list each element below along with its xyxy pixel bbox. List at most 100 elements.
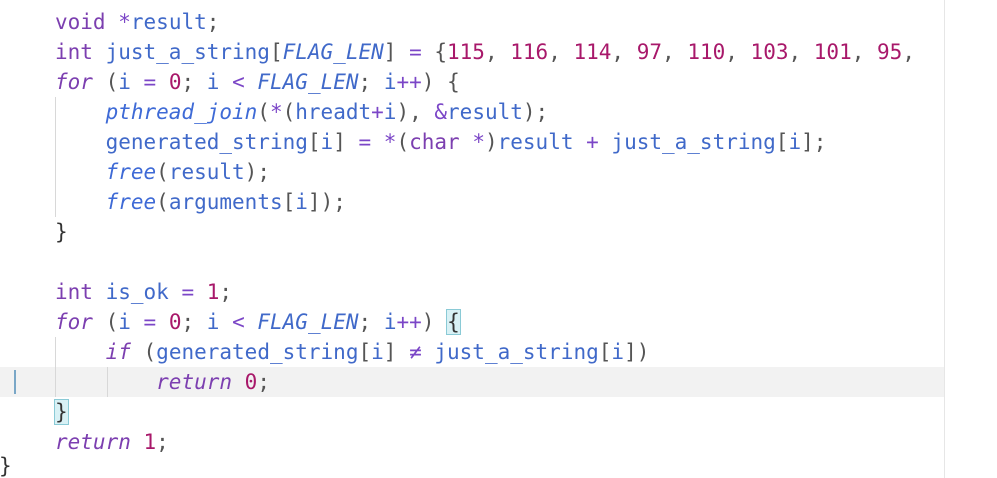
code-token: 1 — [143, 430, 157, 454]
code-line-current[interactable]: return 0; — [0, 367, 944, 397]
code-line[interactable]: pthread_join(*(hreadt+i), &result); — [0, 97, 944, 127]
code-token: , — [788, 40, 814, 64]
code-line[interactable]: generated_string[i] = *(char *)result + … — [0, 127, 944, 157]
code-token: 0 — [244, 370, 258, 394]
code-line-content: } — [55, 217, 68, 247]
code-token — [55, 370, 156, 394]
indent-guide — [55, 97, 56, 127]
code-token: 101 — [813, 40, 852, 64]
indent-guide — [107, 367, 108, 397]
code-token: ≠ — [396, 340, 435, 364]
code-token: ] — [383, 340, 397, 364]
code-token: , — [548, 40, 574, 64]
code-line-content: pthread_join(*(hreadt+i), &result); — [55, 97, 549, 127]
code-token — [55, 190, 106, 214]
code-line-content: return 1; — [55, 427, 169, 457]
code-token: ( — [156, 190, 169, 214]
code-token: ( — [396, 130, 410, 154]
code-token: * — [269, 100, 283, 124]
code-token: for — [55, 70, 93, 94]
code-line[interactable]: int just_a_string[FLAG_LEN] = {115, 116,… — [0, 37, 944, 67]
code-token: result — [130, 10, 207, 34]
code-token: 110 — [687, 40, 726, 64]
code-token: < — [219, 70, 258, 94]
code-token: , — [662, 40, 688, 64]
code-line-content: if (generated_string[i] ≠ just_a_string[… — [55, 337, 650, 367]
code-line[interactable]: free(result); — [0, 157, 944, 187]
code-line[interactable] — [0, 247, 944, 277]
code-line-content: int just_a_string[FLAG_LEN] = {115, 116,… — [55, 37, 915, 67]
indent-guide — [55, 367, 56, 397]
code-line-content: int is_ok = 1; — [55, 277, 232, 307]
indent-guide — [55, 127, 56, 157]
code-line[interactable]: } — [0, 451, 944, 478]
code-token: [ — [775, 130, 789, 154]
code-token: [ — [307, 130, 321, 154]
code-token: * — [383, 130, 397, 154]
code-line[interactable]: for (i = 0; i < FLAG_LEN; i++) { — [0, 67, 944, 97]
code-token: [ — [269, 40, 283, 64]
code-line[interactable]: for (i = 0; i < FLAG_LEN; i++) { — [0, 307, 944, 337]
code-token: i — [320, 130, 334, 154]
code-token: free — [105, 160, 157, 184]
code-token: { — [434, 40, 448, 64]
indent-guide — [55, 187, 56, 217]
code-token: 116 — [510, 40, 549, 64]
code-token: FLAG_LEN — [257, 310, 359, 334]
code-line[interactable]: } — [0, 217, 944, 247]
code-token: ] — [383, 40, 397, 64]
code-token: i — [295, 190, 308, 214]
code-token: void — [55, 10, 106, 34]
code-token: ] — [333, 130, 346, 154]
code-token: arguments — [168, 190, 283, 214]
code-token: ; — [257, 370, 270, 394]
code-line[interactable]: } — [0, 397, 944, 427]
code-token: + — [371, 100, 384, 124]
code-token: = — [168, 280, 207, 304]
code-token: 0 — [168, 310, 182, 334]
code-line[interactable]: free(arguments[i]); — [0, 187, 944, 217]
code-token: just_a_string — [611, 130, 776, 154]
code-token: i — [383, 310, 397, 334]
code-token: FLAG_LEN — [257, 70, 359, 94]
code-token: i — [788, 130, 802, 154]
code-token: return — [55, 430, 131, 454]
code-token: i — [371, 340, 384, 364]
code-token: ; — [358, 70, 384, 94]
code-token: result — [168, 160, 245, 184]
code-token: FLAG_LEN — [282, 40, 384, 64]
code-token: for — [55, 310, 93, 334]
code-token: ; — [219, 280, 233, 304]
code-token: [ — [598, 340, 612, 364]
code-token: + — [573, 130, 612, 154]
code-token: char — [409, 130, 460, 154]
bracket-match: } — [54, 399, 69, 425]
code-token: i — [383, 100, 397, 124]
code-token: i — [206, 310, 220, 334]
code-line[interactable]: int is_ok = 1; — [0, 277, 944, 307]
code-token: , — [484, 40, 511, 64]
code-line-content: } — [54, 397, 69, 427]
code-token: ]; — [801, 130, 827, 154]
code-token: ); — [522, 100, 549, 124]
code-line[interactable]: void *result; — [0, 7, 944, 37]
code-line-content: generated_string[i] = *(char *)result + … — [55, 127, 827, 157]
code-token — [106, 10, 119, 34]
code-token: ; — [358, 310, 384, 334]
code-token: ) { — [421, 70, 460, 94]
code-token: , — [611, 40, 637, 64]
code-token: } — [55, 220, 68, 244]
code-line[interactable]: return 1; — [0, 427, 944, 457]
code-token: generated_string — [156, 340, 359, 364]
code-token: ) — [421, 310, 448, 334]
code-token: i — [206, 70, 220, 94]
code-token: ( — [282, 100, 296, 124]
indent-guide — [55, 157, 56, 187]
code-line[interactable]: if (generated_string[i] ≠ just_a_string[… — [0, 337, 944, 367]
code-token: if — [105, 340, 131, 364]
code-token: return — [156, 370, 233, 394]
code-token: [ — [282, 190, 296, 214]
code-token: result — [497, 130, 574, 154]
code-pane[interactable]: void *result;int just_a_string[FLAG_LEN]… — [0, 0, 944, 478]
